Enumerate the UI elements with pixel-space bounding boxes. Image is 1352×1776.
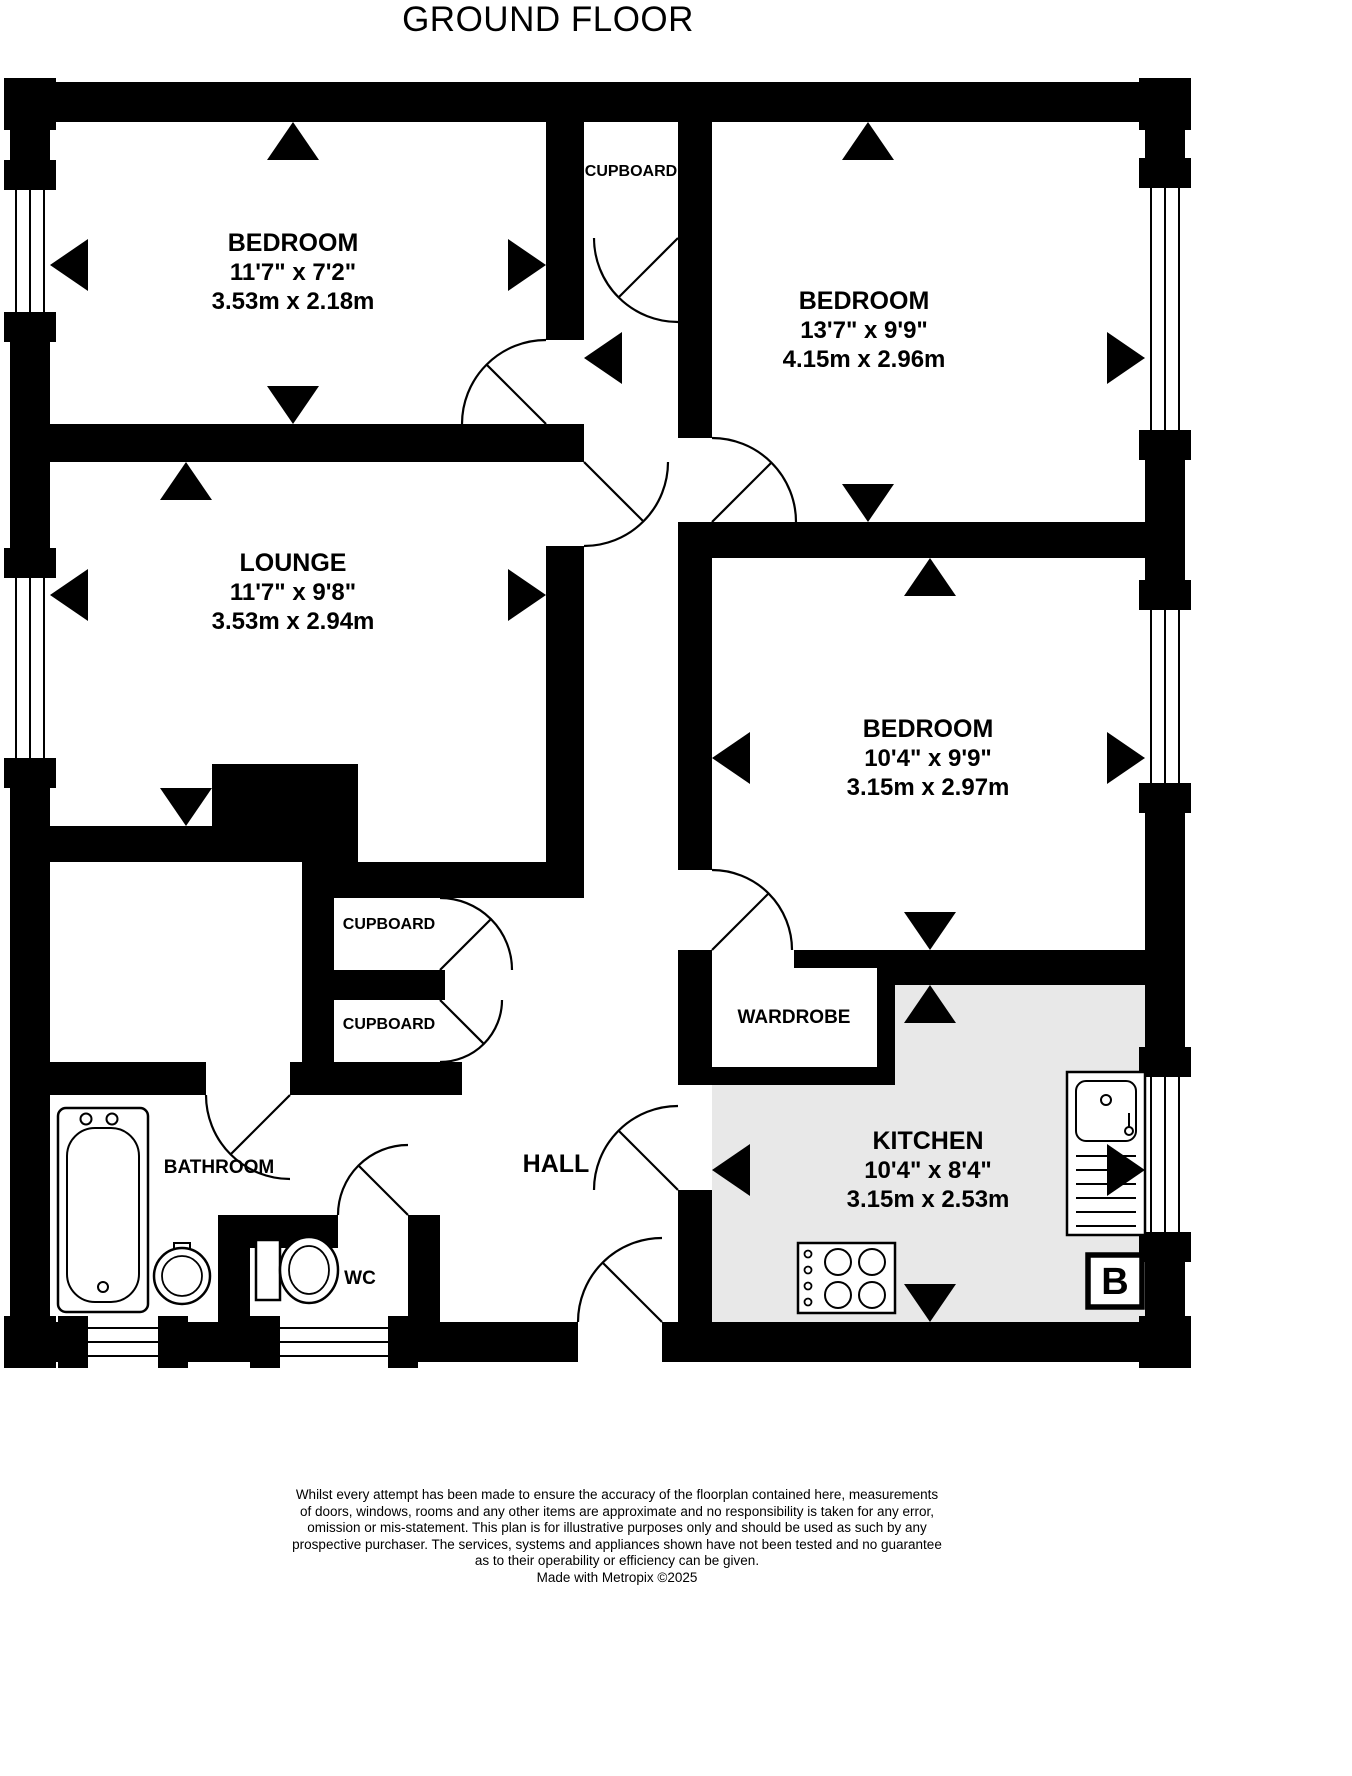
- disclaimer-line: Whilst every attempt has been made to en…: [295, 1487, 939, 1502]
- bedroom-top-left-arrow-right: [508, 239, 546, 291]
- room-label-lounge: LOUNGE 11'7" x 9'8" 3.53m x 2.94m: [211, 549, 375, 635]
- boiler-label: B: [1101, 1261, 1129, 1303]
- door-bedroom-top-left: [460, 338, 547, 425]
- bedroom-top-right-arrow-left: [584, 332, 622, 384]
- room-label-bathroom: BATHROOM: [163, 1157, 275, 1178]
- lounge-arrow-down: [160, 788, 212, 826]
- bedroom-right-arrow-left: [712, 732, 750, 784]
- disclaimer-line: prospective purchaser. The services, sys…: [292, 1536, 942, 1552]
- kitchen-arrow-up: [904, 985, 956, 1023]
- disclaimer: Whilst every attempt has been made to en…: [292, 1487, 942, 1586]
- room-label-hall: HALL: [522, 1150, 590, 1178]
- measurement-arrows: [50, 122, 1145, 1322]
- door-lounge: [583, 461, 670, 548]
- room-label-bedroom-top-left: BEDROOM 11'7" x 7'2" 3.53m x 2.18m: [211, 229, 375, 315]
- bathtub-icon: [56, 1106, 150, 1314]
- kitchen-arrow-down: [904, 1284, 956, 1322]
- door-bathroom: [204, 1094, 291, 1181]
- boiler-icon: [1085, 1252, 1145, 1310]
- window-bathroom: [88, 1322, 158, 1362]
- bedroom-top-right-arrow-down: [842, 484, 894, 522]
- room-label-bedroom-right: BEDROOM 10'4" x 9'9" 3.15m x 2.97m: [846, 715, 1010, 801]
- lounge-arrow-up: [160, 462, 212, 500]
- basin-icon: [152, 1242, 212, 1306]
- kitchen-arrow-left: [712, 1144, 750, 1196]
- room-label-bedroom-top-right: BEDROOM 13'7" x 9'9" 4.15m x 2.96m: [782, 287, 946, 373]
- door-cupboard-lower: [439, 999, 504, 1064]
- window-bedroom-right: [1145, 610, 1185, 783]
- kitchen-arrow-right: [1107, 1144, 1145, 1196]
- disclaimer-line: of doors, windows, rooms and any other i…: [299, 1503, 935, 1519]
- bedroom-right-arrow-up: [904, 558, 956, 596]
- door-bedroom-right: [711, 868, 794, 951]
- bedroom-right-arrow-right: [1107, 732, 1145, 784]
- room-label-wc: WC: [344, 1268, 376, 1289]
- door-kitchen: [592, 1104, 679, 1191]
- lounge-arrow-right: [508, 569, 546, 621]
- bedroom-top-left-arrow-down: [267, 386, 319, 424]
- bedroom-top-right-arrow-up: [842, 122, 894, 160]
- bedroom-top-left-arrow-left: [50, 239, 88, 291]
- door-bedroom-top-right: [711, 436, 798, 523]
- window-lounge: [10, 578, 50, 758]
- doors: [204, 237, 798, 1323]
- window-wc: [280, 1322, 388, 1362]
- disclaimer-line: Made with Metropix ©2025: [536, 1569, 698, 1585]
- room-label-cupboard-lower: CUPBOARD: [342, 1016, 436, 1033]
- toilet-icon: [254, 1235, 340, 1305]
- bedroom-right-arrow-down: [904, 912, 956, 950]
- window-bedroom-top-right: [1145, 188, 1185, 430]
- kitchen-floor: [712, 985, 1145, 1322]
- door-entrance: [576, 1236, 663, 1323]
- door-cupboard-top: [592, 237, 679, 324]
- disclaimer-line: omission or mis-statement. This plan is …: [307, 1520, 927, 1535]
- lounge-arrow-left: [50, 569, 88, 621]
- wall-pillars: [4, 78, 1191, 1368]
- floor-title: GROUND FLOOR: [402, 0, 694, 39]
- disclaimer-line: as to their operability or efficiency ca…: [474, 1553, 760, 1568]
- chimney-breast: [212, 764, 358, 862]
- windows: [10, 188, 1185, 1362]
- bedroom-top-right-arrow-right: [1107, 332, 1145, 384]
- room-label-wardrobe: WARDROBE: [737, 1007, 851, 1028]
- window-bedroom-top-left: [10, 190, 50, 312]
- room-label-cupboard-middle: CUPBOARD: [342, 916, 436, 933]
- door-wc: [336, 1143, 409, 1216]
- bedroom-top-left-arrow-up: [267, 122, 319, 160]
- room-label-kitchen: KITCHEN 10'4" x 8'4" 3.15m x 2.53m: [846, 1127, 1010, 1213]
- room-label-cupboard-top: CUPBOARD: [584, 163, 678, 180]
- kitchen-sink-icon: [1065, 1070, 1147, 1237]
- window-kitchen: [1145, 1077, 1185, 1232]
- door-cupboard-middle: [439, 896, 514, 971]
- hob-icon: [796, 1241, 897, 1315]
